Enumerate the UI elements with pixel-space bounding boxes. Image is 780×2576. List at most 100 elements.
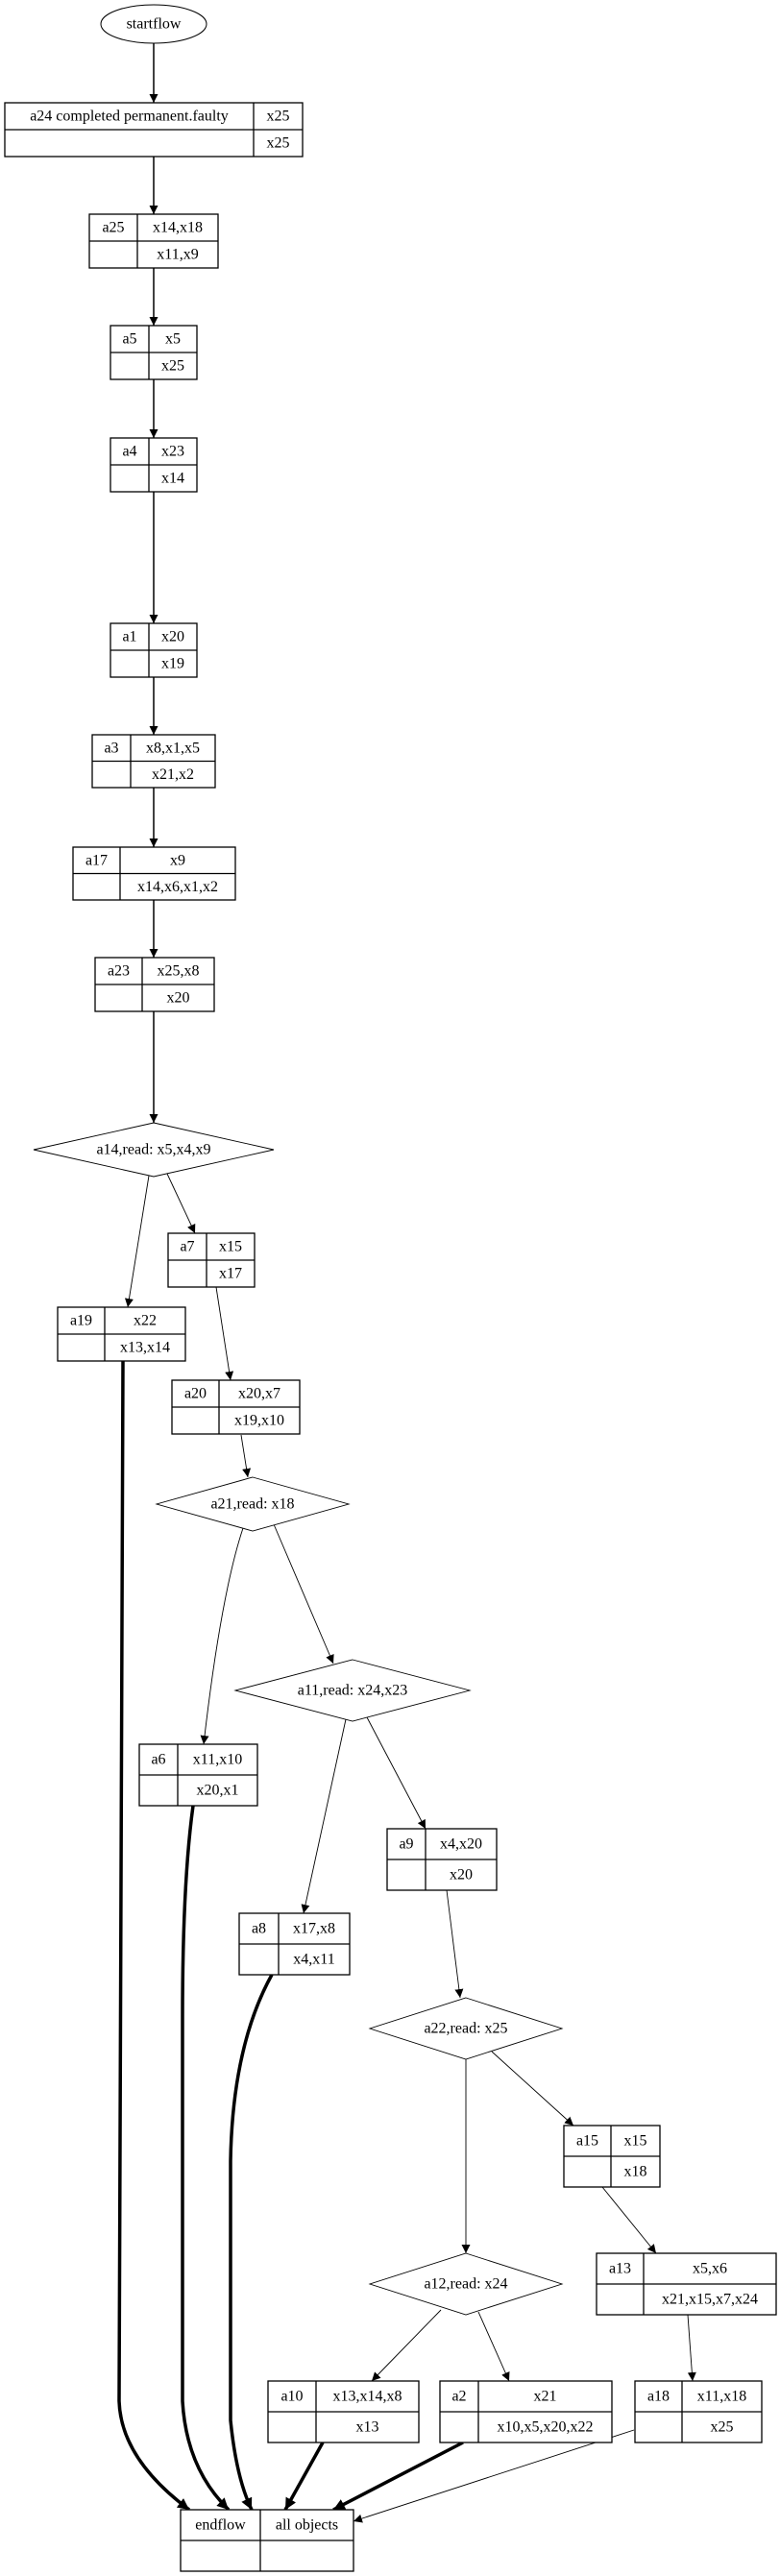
node-a17[interactable]: a17 x9 x14,x6,x1,x2 (72, 846, 236, 901)
node-name: a13 (609, 2261, 631, 2277)
edge-a10-to-endflow (283, 2442, 325, 2511)
node-read-set: x20,x1 (197, 1783, 239, 1799)
node-name: a10 (280, 2389, 303, 2405)
node-name: a6 (151, 1752, 165, 1768)
node-write-set: x5,x6 (693, 2261, 727, 2277)
edge-a8-to-endflow (229, 1974, 274, 2511)
node-read-set: x13,x14 (120, 1340, 170, 1356)
edge-a15-to-a13 (601, 2186, 657, 2254)
node-read-set: x25 (711, 2419, 734, 2436)
node-name: a2 (451, 2389, 466, 2405)
edge-a19-to-endflow (117, 1360, 191, 2512)
node-name: a1 (122, 629, 136, 645)
node-label: a21,read: x18 (210, 1496, 294, 1513)
node-a18[interactable]: a18 x11,x18 x25 (634, 2380, 763, 2443)
node-write-set: all objects (276, 2517, 338, 2534)
node-write-set: x11,x10 (193, 1752, 242, 1768)
node-read-set: x14 (161, 471, 184, 487)
node-a10[interactable]: a10 x13,x14,x8 x13 (267, 2380, 420, 2443)
node-name: a20 (184, 1386, 207, 1402)
node-read-set: x18 (624, 2164, 647, 2180)
node-name: a8 (252, 1921, 266, 1937)
edge-a2-to-endflow (332, 2441, 464, 2512)
node-write-set: x4,x20 (440, 1836, 482, 1853)
edge-a9-to-a22 (446, 1889, 464, 1999)
edge-a22-to-a15 (491, 2051, 574, 2126)
edge-a6-to-endflow (181, 1805, 231, 2512)
node-read-set: x25 (161, 358, 184, 375)
edge-a21-to-a11 (273, 1523, 334, 1665)
node-write-set: x20,x7 (238, 1386, 280, 1402)
node-a6[interactable]: a6 x11,x10 x20,x1 (138, 1743, 258, 1807)
node-label: startflow (127, 16, 182, 33)
node-label: a11,read: x24,x23 (298, 1683, 407, 1699)
node-read-set: x25 (267, 135, 290, 152)
node-write-set: x15 (624, 2133, 647, 2150)
node-name: a23 (108, 963, 130, 980)
node-name: a18 (647, 2389, 670, 2405)
node-write-set: x11,x18 (697, 2389, 746, 2405)
node-a23[interactable]: a23 x25,x8 x20 (94, 957, 215, 1012)
edge-a12-to-a10 (371, 2309, 442, 2382)
node-read-set: x20 (167, 990, 190, 1007)
edges-layer (117, 43, 696, 2523)
edge-a11-to-a9 (366, 1716, 427, 1830)
node-write-set: x22 (134, 1313, 157, 1329)
diamond-shape (233, 1659, 472, 1722)
node-read-set: x14,x6,x1,x2 (137, 879, 218, 895)
edge-a13-to-a18 (687, 2314, 696, 2382)
node-a20[interactable]: a20 x20,x7 x19,x10 (171, 1379, 301, 1435)
node-write-set: x15 (219, 1239, 242, 1255)
node-a21[interactable]: a21,read: x18 (155, 1476, 351, 1532)
node-a11[interactable]: a11,read: x24,x23 (233, 1659, 472, 1722)
node-write-set: x5 (165, 331, 181, 348)
node-read-set: x20 (450, 1867, 473, 1883)
node-a14[interactable]: a14,read: x5,x4,x9 (33, 1122, 275, 1178)
node-write-set: x20 (161, 629, 184, 645)
node-write-set: x9 (170, 852, 185, 868)
node-name: a17 (85, 852, 108, 868)
edge-a11-to-a8 (301, 1718, 347, 1914)
node-read-set: x19,x10 (234, 1413, 284, 1429)
node-a8[interactable]: a8 x17,x8 x4,x11 (238, 1912, 351, 1976)
node-a22[interactable]: a22,read: x25 (368, 1997, 564, 2060)
node-startflow[interactable]: startflow (100, 4, 207, 44)
node-a12[interactable]: a12,read: x24 (368, 2252, 564, 2316)
node-read-set: x13 (356, 2419, 379, 2436)
node-write-set: x17,x8 (293, 1921, 335, 1937)
node-name: a4 (122, 444, 136, 460)
node-read-set: x10,x5,x20,x22 (498, 2419, 594, 2436)
nodes-layer: startflow a24 completed permanent.faulty x… (4, 4, 777, 2572)
node-a19[interactable]: a19 x22 x13,x14 (57, 1306, 186, 1362)
diamond-shape (33, 1122, 275, 1178)
node-label: a12,read: x24 (424, 2276, 507, 2293)
node-write-set: x25,x8 (158, 963, 200, 980)
node-read-set: x4,x11 (293, 1952, 334, 1968)
edge-a7-to-a20 (215, 1286, 234, 1381)
node-name: a24 completed permanent.faulty (30, 109, 229, 125)
edge-a20-to-a21 (240, 1434, 252, 1478)
diamond-shape (368, 1997, 564, 2060)
node-a24[interactable]: a24 completed permanent.faulty x25 x25 (4, 102, 304, 158)
diamond-shape (368, 2252, 564, 2316)
node-write-set: x25 (267, 109, 290, 125)
node-name: a19 (70, 1313, 92, 1329)
node-read-set: x21,x2 (152, 766, 194, 783)
node-write-set: x13,x14,x8 (333, 2389, 402, 2405)
edge-a21-to-a6 (200, 1527, 244, 1745)
node-write-set: x21 (534, 2389, 557, 2405)
diamond-shape (155, 1476, 351, 1532)
edge-a18-to-endflow (353, 2429, 635, 2523)
node-a2[interactable]: a2 x21 x10,x5,x20,x22 (439, 2380, 613, 2443)
